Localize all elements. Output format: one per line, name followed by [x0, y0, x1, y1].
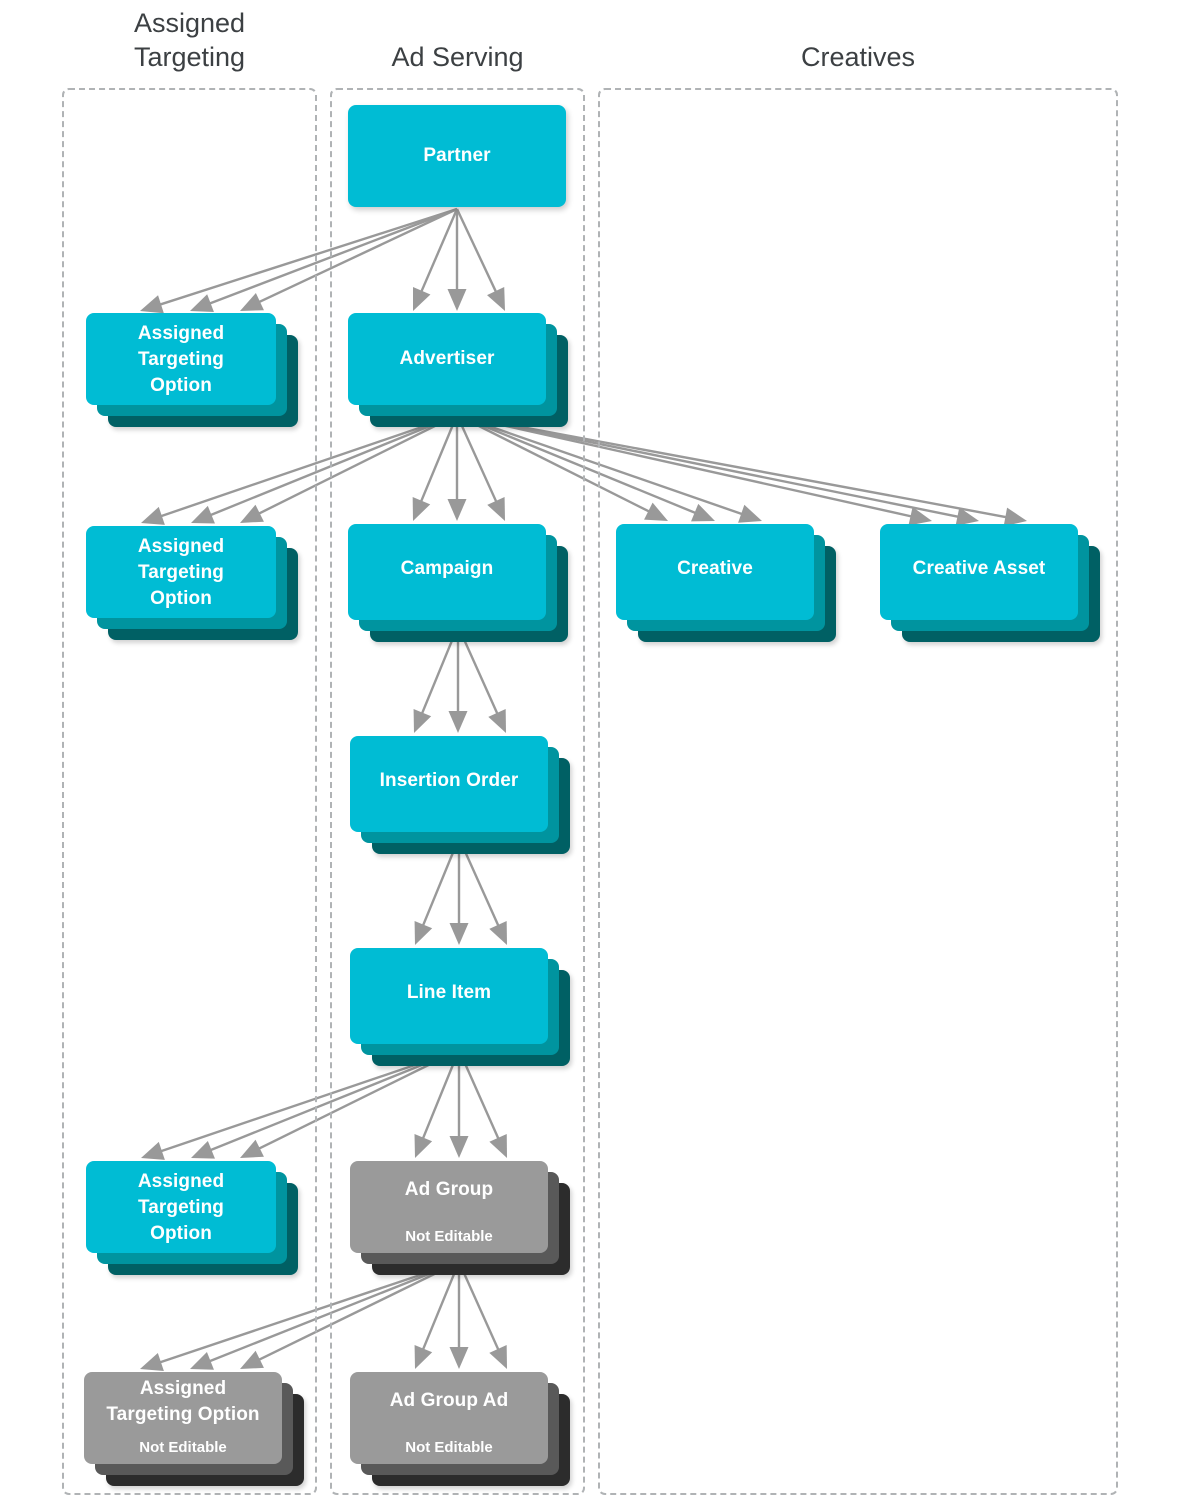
node-advertiser: Advertiser	[348, 313, 572, 431]
node-card[interactable]	[86, 1161, 276, 1253]
node-card[interactable]	[84, 1372, 282, 1464]
node-card[interactable]	[350, 1372, 548, 1464]
node-card[interactable]	[86, 526, 276, 618]
node-creative: Creative	[616, 524, 840, 646]
node-assigned-targeting-option-line-item: Assigned Targeting Option	[86, 1161, 302, 1279]
column-header-creatives: Creatives	[800, 42, 916, 72]
column-frame-assigned-targeting	[62, 88, 317, 1495]
node-insertion-order: Insertion Order	[350, 736, 574, 858]
node-card[interactable]	[348, 105, 566, 207]
node-card[interactable]	[350, 1161, 548, 1253]
node-creative-asset: Creative Asset	[880, 524, 1104, 646]
node-card[interactable]	[86, 313, 276, 405]
node-card[interactable]	[348, 524, 546, 620]
node-line-item: Line Item	[350, 948, 574, 1070]
node-card[interactable]	[350, 736, 548, 832]
column-header-ad-serving: Ad Serving	[391, 42, 524, 72]
node-assigned-targeting-option-partner: Assigned Targeting Option	[86, 313, 302, 431]
node-card[interactable]	[350, 948, 548, 1044]
node-partner: Partner	[348, 105, 592, 233]
column-frame-ad-serving	[330, 88, 585, 1495]
node-card[interactable]	[616, 524, 814, 620]
node-assigned-targeting-option-advertiser: Assigned Targeting Option	[86, 526, 302, 644]
node-campaign: Campaign	[348, 524, 572, 646]
column-frame-creatives	[598, 88, 1118, 1495]
column-header-assigned-targeting: Assigned Targeting	[133, 8, 246, 72]
node-card[interactable]	[348, 313, 546, 405]
node-card[interactable]	[880, 524, 1078, 620]
